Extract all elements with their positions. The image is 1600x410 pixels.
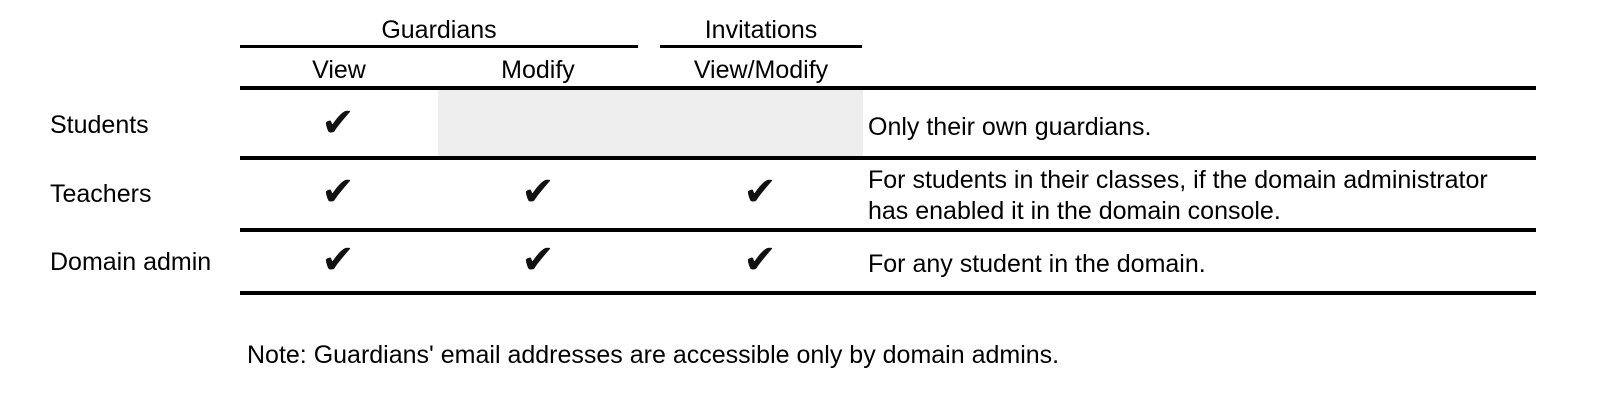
checkmark-teachers-invitations-view-modify: ✔: [743, 169, 777, 215]
footnote-text: Note: Guardians' email addresses are acc…: [247, 341, 1060, 369]
checkmark-teachers-guardians-modify: ✔: [521, 169, 555, 215]
table-bottom-rule: [240, 291, 1536, 295]
shaded-cell-students-unavailable: [438, 90, 863, 156]
group-rule-invitations: [660, 45, 862, 48]
column-header-modify: Modify: [501, 56, 575, 84]
note-domain-admin: For any student in the domain.: [868, 250, 1206, 278]
group-header-guardians: Guardians: [381, 16, 497, 44]
row-label-teachers: Teachers: [50, 180, 152, 208]
column-header-view: View: [312, 56, 366, 84]
header-bottom-rule: [240, 86, 1536, 90]
checkmark-teachers-guardians-view: ✔: [321, 169, 355, 215]
column-header-view-modify: View/Modify: [693, 56, 829, 84]
group-rule-guardians: [240, 45, 638, 48]
checkmark-domain-admin-guardians-view: ✔: [321, 237, 355, 283]
row-label-domain-admin: Domain admin: [50, 248, 212, 276]
note-teachers: For students in their classes, if the do…: [868, 166, 1488, 225]
group-header-invitations: Invitations: [704, 16, 818, 44]
row-rule-after-students: [240, 156, 1536, 160]
row-label-students: Students: [50, 111, 149, 139]
checkmark-domain-admin-guardians-modify: ✔: [521, 237, 555, 283]
checkmark-domain-admin-invitations-view-modify: ✔: [743, 237, 777, 283]
note-students: Only their own guardians.: [868, 113, 1152, 141]
row-rule-after-teachers: [240, 228, 1536, 232]
checkmark-students-guardians-view: ✔: [321, 100, 355, 146]
